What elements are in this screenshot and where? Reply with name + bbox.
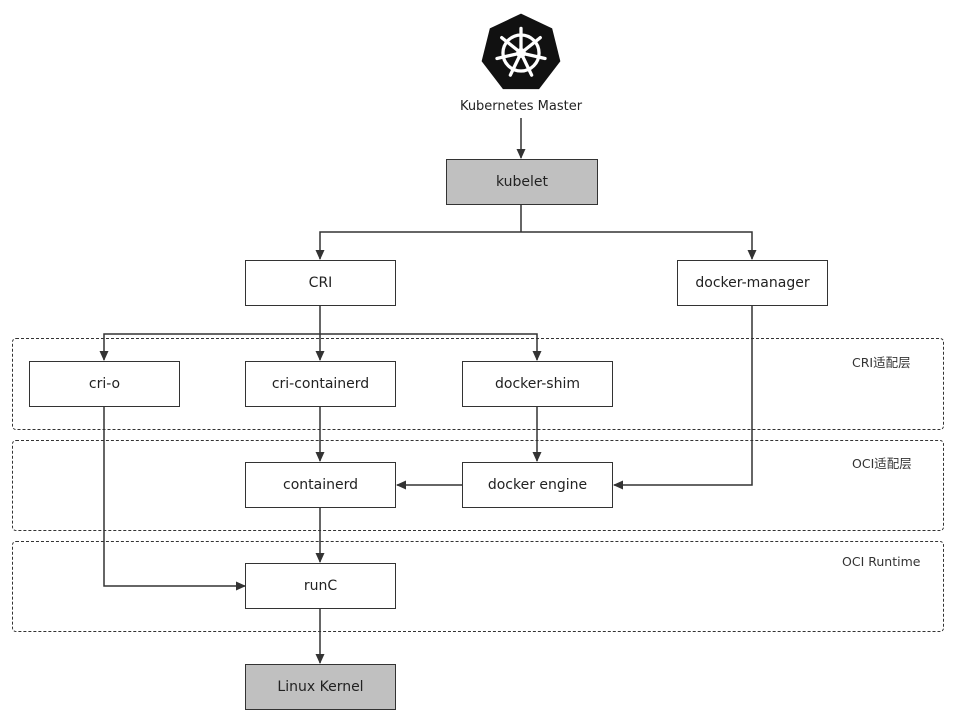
kubelet-node: kubelet xyxy=(446,159,598,205)
containerd-node: containerd xyxy=(245,462,396,508)
cri-o-node: cri-o xyxy=(29,361,180,407)
cri-containerd-node: cri-containerd xyxy=(245,361,396,407)
oci-runtime-layer-label: OCI Runtime xyxy=(842,554,921,569)
edge-docker-manager-docker-engine xyxy=(613,306,753,490)
docker-engine-node: docker engine xyxy=(462,462,613,508)
runc-node: runC xyxy=(245,563,396,609)
oci-adapter-layer-label: OCI适配层 xyxy=(852,456,912,471)
cri-adapter-layer-label: CRI适配层 xyxy=(852,355,911,370)
edge-kubelet-cri xyxy=(315,231,521,260)
edge-kubelet-docker-manager xyxy=(521,231,757,260)
docker-shim-node: docker-shim xyxy=(462,361,613,407)
kubernetes-helm-icon xyxy=(481,13,561,90)
edge-cri-cri-o xyxy=(99,333,320,361)
oci-adapter-layer xyxy=(12,440,944,531)
cri-adapter-layer xyxy=(12,338,944,430)
oci-runtime-layer xyxy=(12,541,944,632)
cri-node: CRI xyxy=(245,260,396,306)
linux-kernel-node: Linux Kernel xyxy=(245,664,396,710)
edge-cri-docker-shim xyxy=(320,333,542,361)
kubernetes-master-label: Kubernetes Master xyxy=(459,99,583,114)
edge-cri-o-runc xyxy=(103,407,246,591)
docker-manager-node: docker-manager xyxy=(677,260,828,306)
